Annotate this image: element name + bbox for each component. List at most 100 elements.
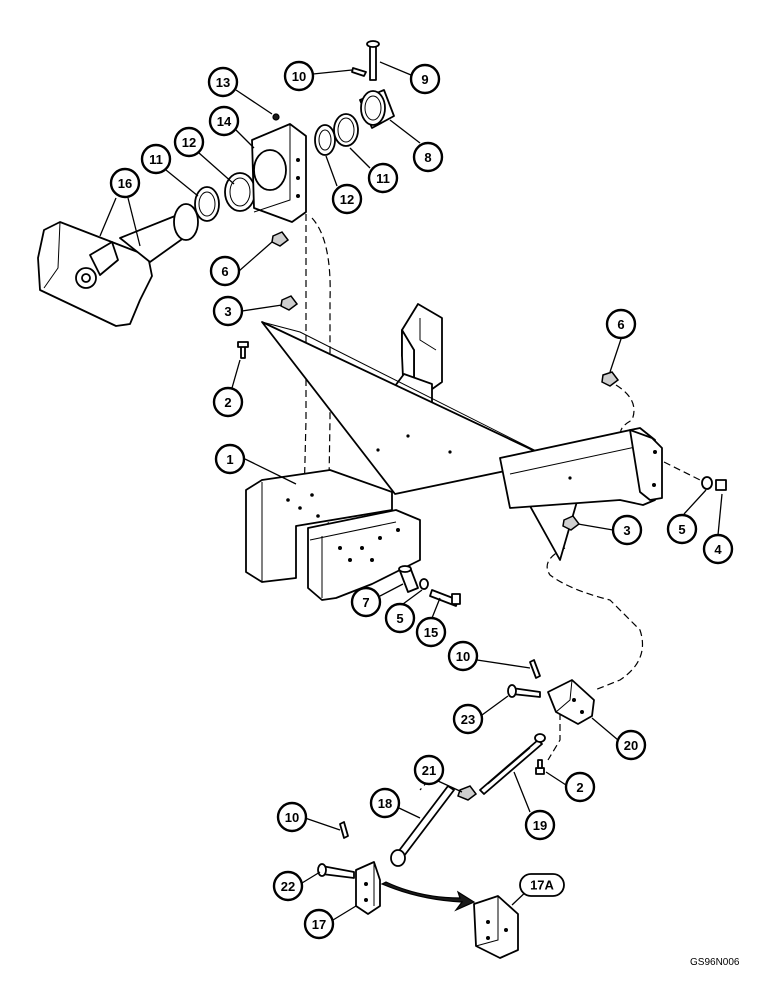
callout-number: 2 [576, 780, 583, 795]
callout-number: 6 [617, 317, 624, 332]
callout-number: 22 [281, 879, 295, 894]
callout-circle [452, 703, 484, 735]
callout-circle [564, 771, 596, 803]
callout-number: 5 [678, 522, 685, 537]
callout-number: 7 [362, 595, 369, 610]
callout-circle [524, 809, 556, 841]
callout-c21: 21 [413, 754, 445, 786]
callout-circle [303, 908, 335, 940]
callout-number: 1 [226, 452, 233, 467]
callout-17a-label: 17A [530, 878, 554, 893]
callout-number: 15 [424, 625, 438, 640]
callout-number: 16 [118, 176, 132, 191]
callout-c12b: 12 [331, 183, 363, 215]
callout-circle [409, 63, 441, 95]
callout-c18: 18 [369, 787, 401, 819]
callout-c19: 19 [524, 809, 556, 841]
callout-circle [605, 308, 637, 340]
callout-c17: 17 [303, 908, 335, 940]
callout-number: 12 [340, 192, 354, 207]
callout-c13: 13 [207, 66, 239, 98]
callout-circle [212, 295, 244, 327]
callout-circle [109, 167, 141, 199]
callout-c6b: 6 [605, 308, 637, 340]
callout-c3a: 3 [212, 295, 244, 327]
callout-number: 6 [221, 264, 228, 279]
callout-number: 13 [216, 75, 230, 90]
callout-circle [666, 513, 698, 545]
callout-number: 19 [533, 818, 547, 833]
callout-number: 8 [424, 150, 431, 165]
callout-number: 2 [224, 395, 231, 410]
callout-number: 23 [461, 712, 475, 727]
right-hardware [562, 371, 727, 531]
callout-circle [369, 787, 401, 819]
callout-c10b: 10 [447, 640, 479, 672]
callout-c6a: 6 [209, 255, 241, 287]
lower-assembly [317, 565, 595, 959]
callout-number: 10 [285, 810, 299, 825]
callout-c2b: 2 [564, 771, 596, 803]
callout-number: 3 [224, 304, 231, 319]
callout-circle [140, 143, 172, 175]
callout-circle [214, 443, 246, 475]
callout-circle [331, 183, 363, 215]
drawing-code: GS96N006 [690, 957, 740, 968]
callout-circle [208, 105, 240, 137]
callout-c12a: 12 [173, 126, 205, 158]
callout-circle [384, 602, 416, 634]
main-frame [245, 303, 663, 601]
callout-circle [615, 729, 647, 761]
callout-number: 21 [422, 763, 436, 778]
callout-number: 10 [456, 649, 470, 664]
callout-circle [415, 616, 447, 648]
callout-circle [212, 386, 244, 418]
callout-c11a: 11 [140, 143, 172, 175]
callout-circle [272, 870, 304, 902]
callout-c15: 15 [415, 616, 447, 648]
callout-c11b: 11 [367, 162, 399, 194]
callout-number: 12 [182, 135, 196, 150]
callout-circle [413, 754, 445, 786]
callout-circle [412, 141, 444, 173]
callout-number: 11 [376, 171, 390, 186]
callout-c7: 7 [350, 586, 382, 618]
callout-c5a: 5 [666, 513, 698, 545]
callout-c14: 14 [208, 105, 240, 137]
callout-circle [447, 640, 479, 672]
callout-number: 5 [396, 611, 403, 626]
callout-group: 1223345566789101010111112121314151617181… [109, 60, 734, 940]
callout-c2a: 2 [212, 386, 244, 418]
callout-number: 4 [714, 542, 722, 557]
callout-c10c: 10 [276, 801, 308, 833]
callout-c9: 9 [409, 63, 441, 95]
callout-number: 9 [421, 72, 428, 87]
callout-c22: 22 [272, 870, 304, 902]
callout-circle [350, 586, 382, 618]
callout-17a: 17A [519, 873, 565, 897]
callout-circle [611, 514, 643, 546]
callout-c10a: 10 [283, 60, 315, 92]
hitch-assembly [37, 40, 395, 359]
callout-circle [173, 126, 205, 158]
callout-number: 14 [217, 114, 232, 129]
callout-number: 3 [623, 523, 630, 538]
callout-number: 20 [624, 738, 638, 753]
callout-c4: 4 [702, 533, 734, 565]
callout-circle [283, 60, 315, 92]
callout-c3b: 3 [611, 514, 643, 546]
callout-circle [207, 66, 239, 98]
callout-number: 10 [292, 69, 306, 84]
callout-c1: 1 [214, 443, 246, 475]
callout-circle [702, 533, 734, 565]
leader-lines [99, 61, 723, 921]
callout-circle [209, 255, 241, 287]
callout-c8: 8 [412, 141, 444, 173]
callout-c16: 16 [109, 167, 141, 199]
callout-number: 17 [312, 917, 326, 932]
callout-c20: 20 [615, 729, 647, 761]
callout-circle [276, 801, 308, 833]
callout-c23: 23 [452, 703, 484, 735]
callout-c5b: 5 [384, 602, 416, 634]
